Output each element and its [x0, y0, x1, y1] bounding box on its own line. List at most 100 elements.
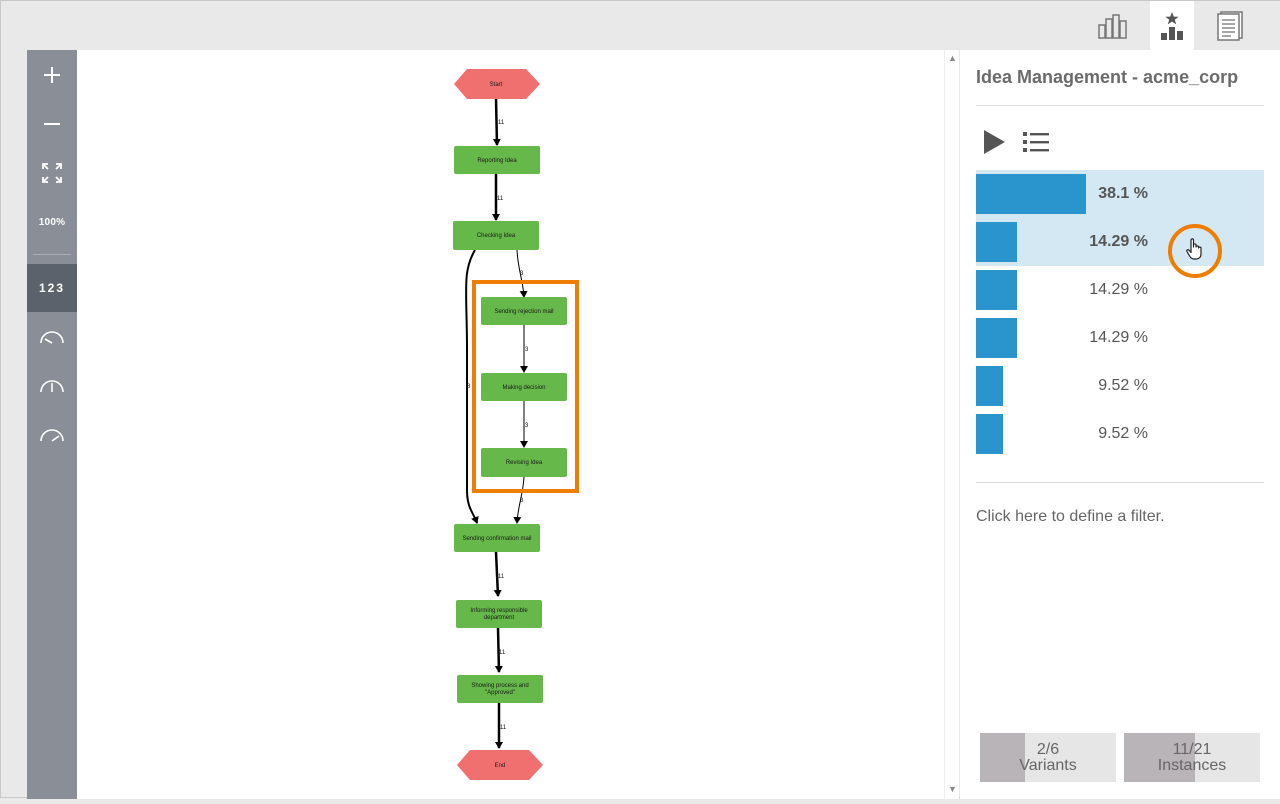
- zoom-level-button[interactable]: 100%: [27, 198, 77, 246]
- variant-row[interactable]: 14.29 %: [976, 314, 1264, 362]
- activity-reporting-idea[interactable]: Reporting Idea: [454, 146, 540, 174]
- variant-share-bar: [976, 222, 1017, 262]
- edge-label: 11: [499, 650, 506, 656]
- activity-checking-idea[interactable]: Checking Idea: [453, 221, 539, 250]
- variant-share-bar: [976, 366, 1003, 406]
- gauge-high-button[interactable]: [27, 411, 77, 459]
- node-label: End: [495, 763, 506, 769]
- edge-confirmation-informing: [493, 551, 502, 597]
- click-indicator: [1168, 224, 1222, 278]
- variants-label: Variants: [1019, 757, 1077, 774]
- tab-variants[interactable]: [1150, 1, 1194, 50]
- gauge-high-icon: [40, 429, 64, 442]
- node-label: Making decision: [502, 385, 545, 391]
- node-label: Start: [490, 82, 503, 88]
- hand-cursor-icon: [1185, 237, 1205, 266]
- list-icon: [1023, 132, 1049, 152]
- activity-sending-confirmation-mail[interactable]: Sending confirmation mail: [454, 524, 540, 552]
- instances-label: Instances: [1157, 757, 1227, 774]
- bar-chart-icon: [1098, 13, 1127, 39]
- tab-statistics[interactable]: [1091, 1, 1135, 50]
- zoom-in-icon: [44, 67, 60, 83]
- map-toolbar: 100% 123: [27, 50, 77, 799]
- gauge-low-button[interactable]: [27, 313, 77, 361]
- end-node[interactable]: End: [457, 750, 543, 780]
- numbers-label: 123: [38, 281, 66, 295]
- edge-labels: 11 11 3 3 3 3 8 11 11 11: [467, 120, 529, 731]
- variants-fill: [980, 733, 1025, 782]
- process-map-canvas[interactable]: 11 11 3 3 3 3 8 11 11 11 Start Reporting…: [77, 50, 944, 799]
- edge-start-reporting: [492, 97, 501, 146]
- edge-label: 11: [498, 574, 505, 580]
- edge-label: 11: [500, 725, 507, 731]
- activity-sending-rejection-mail[interactable]: Sending rejection mail: [481, 297, 567, 325]
- instances-value: 11/21: [1172, 741, 1212, 758]
- edge-label: 11: [497, 196, 504, 202]
- panel-divider: [976, 482, 1264, 483]
- edge-informing-showing: [494, 627, 503, 673]
- fit-screen-button[interactable]: [27, 149, 77, 197]
- activity-making-decision[interactable]: Making decision: [481, 373, 567, 401]
- zoom-level: 100%: [38, 216, 66, 228]
- edge-label: 3: [525, 423, 529, 429]
- edge-checking-rejection: [516, 249, 528, 298]
- map-scrollbar[interactable]: ▲ ▼: [944, 50, 959, 799]
- variant-row[interactable]: 38.1 %: [976, 170, 1264, 218]
- variants-star-icon: [1161, 11, 1183, 40]
- process-map: 11 11 3 3 3 3 8 11 11 11 Start Reporting…: [453, 69, 579, 780]
- variant-percent: 9.52 %: [1098, 425, 1148, 442]
- play-button[interactable]: [982, 129, 1006, 160]
- scroll-up-icon[interactable]: ▲: [948, 53, 957, 63]
- instances-fill: [1124, 733, 1195, 782]
- variant-share-bar: [976, 174, 1086, 214]
- instances-counter[interactable]: 11/21 Instances: [1124, 733, 1260, 782]
- fit-screen-icon: [42, 163, 62, 183]
- variant-share-bar: [976, 318, 1017, 358]
- variants-value: 2/6: [1036, 741, 1060, 758]
- activity-informing-responsible-department[interactable]: Informing responsible department: [456, 600, 542, 628]
- variant-share-bar: [976, 270, 1017, 310]
- variant-row[interactable]: 9.52 %: [976, 362, 1264, 410]
- variant-percent: 14.29 %: [1089, 281, 1148, 298]
- variant-percent: 38.1 %: [1098, 185, 1148, 202]
- show-numbers-button[interactable]: 123: [27, 264, 77, 312]
- zoom-in-button[interactable]: [27, 51, 77, 99]
- zoom-out-button[interactable]: [27, 100, 77, 148]
- edge-checking-confirmation: [465, 249, 479, 524]
- edge-label: 3: [520, 498, 524, 504]
- node-label: Informing responsible: [470, 608, 528, 614]
- list-button[interactable]: [1023, 131, 1049, 158]
- variants-panel: Idea Management - acme_corp 38.1 % 14.29 …: [960, 50, 1280, 799]
- panel-divider: [976, 105, 1264, 106]
- tab-documents[interactable]: [1208, 1, 1252, 50]
- activity-showing-process-approved[interactable]: Showing process and "Approved": [457, 675, 543, 703]
- scroll-down-icon[interactable]: ▼: [948, 784, 957, 794]
- start-node[interactable]: Start: [454, 69, 540, 99]
- node-label: department: [484, 615, 515, 621]
- selection-highlight: [472, 280, 579, 493]
- edges: [465, 97, 528, 749]
- variants-counter[interactable]: 2/6 Variants: [980, 733, 1116, 782]
- toolbar-divider: [33, 254, 71, 255]
- node-label: Sending rejection mail: [494, 309, 553, 315]
- activity-revising-idea[interactable]: Revising Idea: [481, 448, 567, 477]
- node-label: Sending confirmation mail: [462, 536, 531, 542]
- node-label: Checking Idea: [477, 233, 516, 239]
- play-icon: [984, 130, 1005, 154]
- edge-label: 3: [520, 271, 524, 277]
- variant-row[interactable]: 9.52 %: [976, 410, 1264, 458]
- variant-list: 38.1 % 14.29 % 14.29 % 14.29 % 9.52 % 9.52 %: [976, 170, 1264, 458]
- zoom-out-icon: [44, 123, 60, 125]
- gauge-mid-button[interactable]: [27, 362, 77, 410]
- gauge-mid-icon: [40, 380, 64, 393]
- variant-row[interactable]: 14.29 %: [976, 266, 1264, 314]
- panel-title: Idea Management - acme_corp: [976, 67, 1239, 87]
- node-label: Reporting Idea: [477, 158, 517, 164]
- variant-percent: 9.52 %: [1098, 377, 1148, 394]
- node-label: "Approved": [485, 690, 515, 696]
- define-filter-link[interactable]: Click here to define a filter.: [976, 508, 1165, 525]
- variant-percent: 14.29 %: [1089, 233, 1148, 250]
- edge-label: 3: [525, 347, 529, 353]
- variant-share-bar: [976, 414, 1003, 454]
